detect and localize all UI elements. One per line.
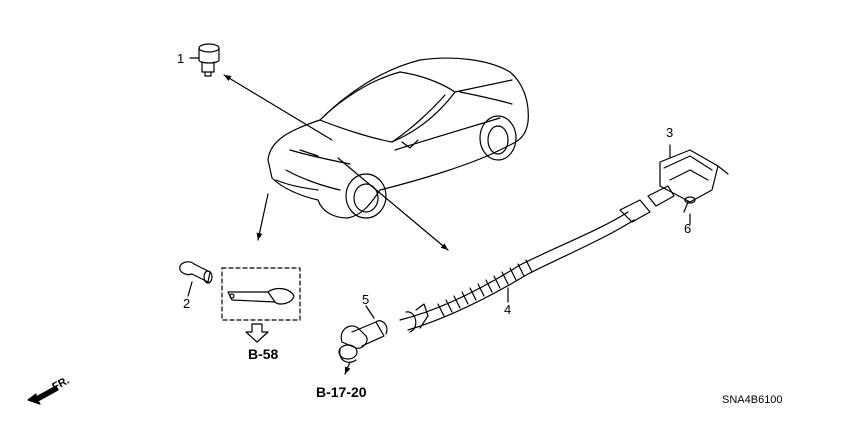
callout-4: 4	[504, 302, 512, 317]
diagram-code: SNA4B6100	[722, 394, 783, 406]
ref-b58[interactable]: B-58	[248, 346, 279, 362]
callout-2: 2	[183, 296, 191, 311]
part-5-elbow	[338, 305, 388, 375]
part-4-hose	[399, 199, 651, 333]
leader-arrows	[223, 74, 449, 251]
front-direction-arrow	[27, 385, 59, 405]
ref-b1720[interactable]: B-17-20	[316, 384, 367, 400]
car-illustration	[267, 57, 529, 219]
callout-6: 6	[684, 221, 692, 236]
part-2-sensor	[179, 261, 213, 297]
bracket-group	[221, 267, 301, 343]
callout-1: 1	[177, 51, 185, 66]
part-3-outlet	[647, 144, 729, 207]
part-1-sensor	[189, 43, 220, 77]
part-6-screw	[683, 196, 696, 225]
callout-3: 3	[666, 125, 674, 140]
callout-5: 5	[362, 292, 370, 307]
